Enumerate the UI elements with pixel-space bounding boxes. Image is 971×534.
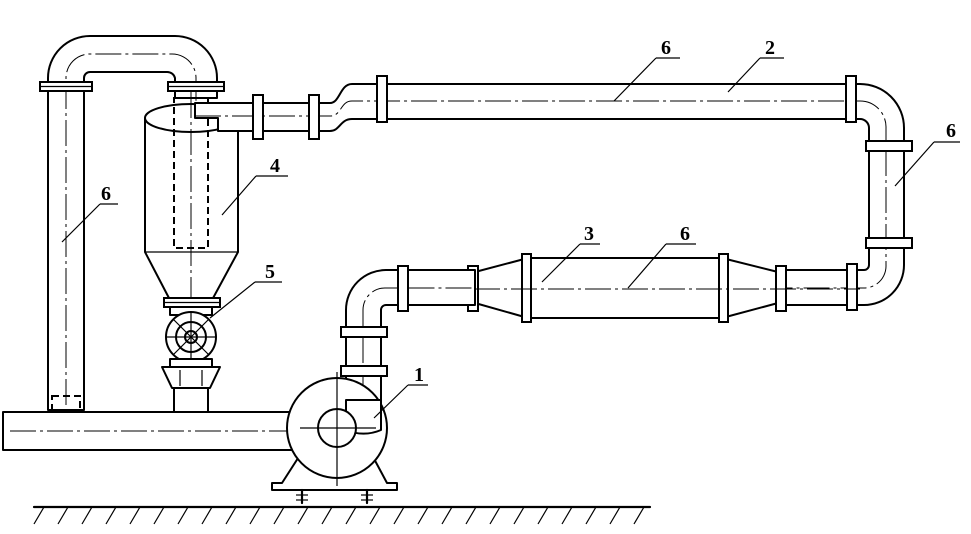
rotary-valve	[161, 297, 221, 413]
flange	[252, 94, 264, 140]
label-pipe-left: 6	[101, 183, 111, 205]
label-pipe-expander: 6	[680, 223, 690, 245]
leader-lines	[61, 57, 960, 419]
flange	[397, 265, 409, 312]
labels: 6 4 5 1 3 6 6 2 6	[101, 37, 956, 386]
flange	[718, 253, 729, 323]
flange	[846, 263, 858, 311]
flange	[865, 237, 913, 249]
flange	[340, 326, 388, 338]
ground-hatching	[33, 506, 645, 525]
label-expander: 3	[584, 223, 594, 245]
label-fan: 1	[414, 364, 424, 386]
flange	[376, 75, 388, 123]
label-top-pipe: 2	[765, 37, 775, 59]
label-pipe-top: 6	[661, 37, 671, 59]
right-vertical-pipe	[779, 140, 913, 311]
flange	[865, 140, 913, 152]
flange	[845, 75, 857, 123]
flange	[308, 94, 320, 140]
label-pipe-right: 6	[946, 120, 956, 142]
flange	[521, 253, 532, 323]
label-cyclone: 4	[270, 155, 280, 177]
fan-anchor-bolts	[296, 488, 373, 505]
label-rotary-valve: 5	[265, 261, 275, 283]
fan-discharge-pipe	[340, 265, 476, 401]
ground	[32, 505, 652, 525]
cyclone-outlet-pipe	[194, 75, 905, 156]
flange	[340, 365, 388, 377]
fan	[271, 372, 398, 505]
